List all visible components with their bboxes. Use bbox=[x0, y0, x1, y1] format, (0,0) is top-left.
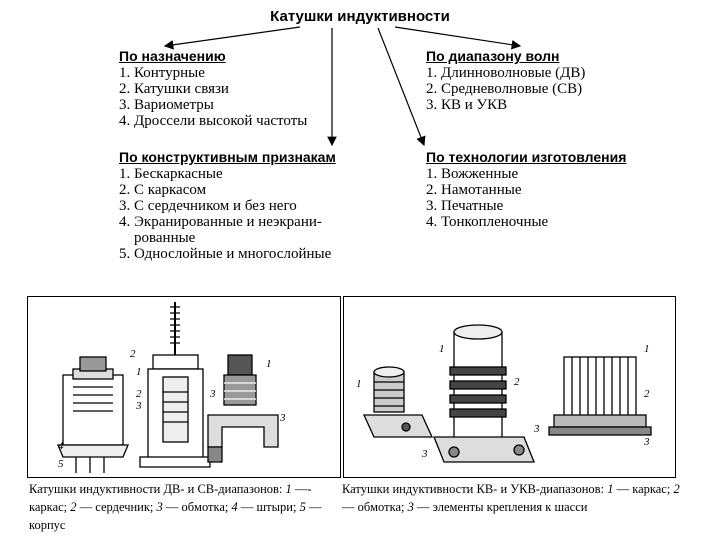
category-wave-heading: По диапазону волн bbox=[426, 48, 560, 64]
callout-label: 4 bbox=[58, 440, 64, 452]
caption-text: — обмотка; bbox=[162, 500, 232, 514]
callout-label: 3 bbox=[643, 436, 650, 448]
caption-text: — штыри; bbox=[237, 500, 300, 514]
arrow-to-purpose bbox=[163, 26, 301, 50]
arrow-to-wave bbox=[394, 26, 522, 50]
category-design: По конструктивным признакам 1. Бескаркас… bbox=[119, 149, 336, 262]
caption-num: 2 bbox=[70, 500, 77, 514]
caption-text: — корпус bbox=[29, 500, 322, 532]
caption-text: — обмотка; bbox=[342, 500, 408, 514]
caption-num: 3 bbox=[156, 500, 163, 514]
callout-label: 1 bbox=[439, 343, 445, 355]
caption-num: 1 bbox=[607, 482, 614, 496]
list-item: 2. Средневолновые (СВ) bbox=[426, 81, 583, 97]
caption-num: 1 bbox=[285, 482, 292, 496]
list-item: рованные bbox=[119, 230, 196, 246]
figure-lw-mw-coils: 2 1 2 3 4 5 3 1 3 bbox=[27, 296, 341, 478]
callout-label: 3 bbox=[209, 388, 216, 400]
callout-label: 1 bbox=[266, 358, 272, 370]
category-purpose: По назначению 1. Контурные 2. Катушки св… bbox=[119, 48, 307, 129]
figure-sw-vhf-coils: 1 2 1 3 3 1 2 3 bbox=[343, 296, 676, 478]
callout-label: 3 bbox=[533, 423, 540, 435]
list-item: 1. Контурные bbox=[119, 65, 205, 81]
arrow-to-tech bbox=[377, 27, 426, 147]
caption-lw-mw: Катушки индуктивности ДВ- и СВ-диапазоно… bbox=[29, 480, 329, 534]
callout-label: 1 bbox=[136, 366, 142, 378]
callout-label: 1 bbox=[356, 378, 362, 390]
caption-text: — сердечник; bbox=[76, 500, 157, 514]
callout-label: 3 bbox=[279, 412, 286, 424]
list-item: 4. Тонкопленочные bbox=[426, 214, 549, 230]
list-item: 3. КВ и УКВ bbox=[426, 97, 508, 113]
list-item: 1. Бескаркасные bbox=[119, 166, 223, 182]
caption-text: — каркас; bbox=[613, 482, 674, 496]
callout-label: 2 bbox=[136, 388, 142, 400]
caption-num: 4 bbox=[231, 500, 238, 514]
list-item: 2. Катушки связи bbox=[119, 81, 229, 97]
list-item: 3. Вариометры bbox=[119, 97, 214, 113]
callout-label: 1 bbox=[644, 343, 650, 355]
callout-label: 5 bbox=[58, 458, 64, 470]
list-item: 2. Намотанные bbox=[426, 182, 522, 198]
diagram-title: Катушки индуктивности bbox=[270, 8, 450, 25]
caption-num: 3 bbox=[407, 500, 414, 514]
caption-text: Катушки индуктивности ДВ- и СВ-диапазоно… bbox=[29, 482, 286, 496]
callout-label: 2 bbox=[514, 376, 520, 388]
caption-num: 5 bbox=[299, 500, 306, 514]
caption-num: 2 bbox=[673, 482, 680, 496]
callout-label: 3 bbox=[135, 400, 142, 412]
callout-label: 2 bbox=[644, 388, 650, 400]
category-wave-range: По диапазону волн 1. Длинноволновые (ДВ)… bbox=[426, 48, 585, 113]
list-item: 4. Экранированные и неэкрани- bbox=[119, 214, 322, 230]
list-item: 5. Однослойные и многослойные bbox=[119, 246, 332, 262]
category-technology: По технологии изготовления 1. Вожженные … bbox=[426, 149, 626, 230]
caption-text: Катушки индуктивности КВ- и УКВ-диапазон… bbox=[342, 482, 608, 496]
caption-sw-vhf: Катушки индуктивности КВ- и УКВ-диапазон… bbox=[342, 480, 682, 516]
list-item: 1. Вожженные bbox=[426, 166, 519, 182]
lw-mw-coils-drawing: 2 1 2 3 4 5 3 1 3 bbox=[57, 302, 286, 473]
callout-label: 2 bbox=[130, 348, 136, 360]
caption-text: — элементы крепления к шасси bbox=[413, 500, 588, 514]
list-item: 1. Длинноволновые (ДВ) bbox=[426, 65, 586, 81]
list-item: 3. Печатные bbox=[426, 198, 504, 214]
list-item: 4. Дроссели высокой частоты bbox=[119, 113, 308, 129]
list-item: 3. С сердечником и без него bbox=[119, 198, 297, 214]
caption-text: —- каркас; bbox=[29, 482, 312, 514]
category-tech-heading: По технологии изготовления bbox=[426, 149, 627, 165]
category-purpose-heading: По назначению bbox=[119, 48, 226, 64]
sw-vhf-coils-drawing: 1 2 1 3 3 1 2 3 bbox=[356, 324, 652, 463]
list-item: 2. С каркасом bbox=[119, 182, 207, 198]
callout-label: 3 bbox=[421, 448, 428, 460]
category-design-heading: По конструктивным признакам bbox=[119, 149, 336, 165]
